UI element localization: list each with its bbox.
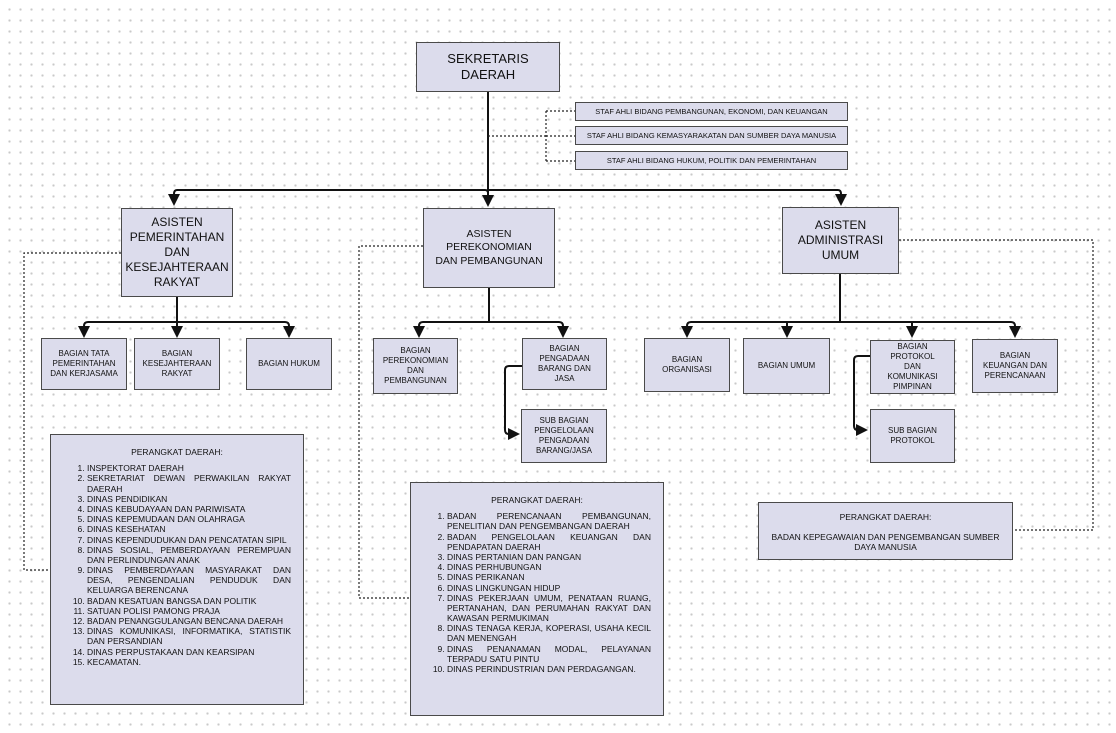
list-item: DINAS KEBUDAYAAN DAN PARIWISATA	[87, 504, 291, 514]
staf-ahli-pembangunan-box: STAF AHLI BIDANG PEMBANGUNAN, EKONOMI, D…	[575, 102, 848, 121]
list-item: DINAS TENAGA KERJA, KOPERASI, USAHA KECI…	[447, 623, 651, 643]
sub-bagian-pengelolaan-box: SUB BAGIAN PENGELOLAAN PENGADAAN BARANG/…	[521, 409, 607, 463]
perangkat-panel-2-list: BADAN PERENCANAAN PEMBANGUNAN, PENELITIA…	[423, 511, 651, 674]
perangkat-daerah-panel-1: PERANGKAT DAERAH: INSPEKTORAT DAERAH SEK…	[50, 434, 304, 705]
bagian-umum-box: BAGIAN UMUM	[743, 338, 830, 394]
list-item: DINAS PEMBERDAYAAN MASYARAKAT DAN DESA, …	[87, 565, 291, 596]
bagian-kesejahteraan-box: BAGIAN KESEJAHTERAAN RAKYAT	[134, 338, 220, 390]
asisten-administrasi-box: ASISTEN ADMINISTRASI UMUM	[782, 207, 899, 274]
perangkat-daerah-panel-2: PERANGKAT DAERAH: BADAN PERENCANAAN PEMB…	[410, 482, 664, 716]
list-item: BADAN PENGELOLAAN KEUANGAN DAN PENDAPATA…	[447, 532, 651, 552]
list-item: SEKRETARIAT DEWAN PERWAKILAN RAKYAT DAER…	[87, 473, 291, 493]
sub-bagian-protokol-box: SUB BAGIAN PROTOKOL	[870, 409, 955, 463]
sekretaris-daerah-box: SEKRETARIS DAERAH	[416, 42, 560, 92]
perangkat1-dotted-line	[23, 252, 121, 571]
perangkat3-dotted-line	[899, 239, 1094, 531]
list-item: INSPEKTORAT DAERAH	[87, 463, 291, 473]
perangkat-panel-3-body: BADAN KEPEGAWAIAN DAN PENGEMBANGAN SUMBE…	[771, 532, 1000, 553]
bagian-organisasi-box: BAGIAN ORGANISASI	[644, 338, 730, 392]
bagian-keuangan-box: BAGIAN KEUANGAN DAN PERENCANAAN	[972, 339, 1058, 393]
list-item: DINAS KEPEMUDAAN DAN OLAHRAGA	[87, 514, 291, 524]
perangkat-panel-2-title: PERANGKAT DAERAH:	[491, 495, 583, 505]
bagian-pengadaan-box: BAGIAN PENGADAAN BARANG DAN JASA	[522, 338, 607, 390]
list-item: BADAN PENANGGULANGAN BENCANA DAERAH	[87, 616, 291, 626]
perangkat-daerah-panel-3: PERANGKAT DAERAH: BADAN KEPEGAWAIAN DAN …	[758, 502, 1013, 560]
list-item: SATUAN POLISI PAMONG PRAJA	[87, 606, 291, 616]
bagian-perekonomian-box: BAGIAN PEREKONOMIAN DAN PEMBANGUNAN	[373, 338, 458, 394]
list-item: DINAS KOMUNIKASI, INFORMATIKA, STATISTIK…	[87, 626, 291, 646]
list-item: DINAS PEKERJAAN UMUM, PENATAAN RUANG, PE…	[447, 593, 651, 624]
list-item: DINAS PERINDUSTRIAN DAN PERDAGANGAN.	[447, 664, 651, 674]
list-item: DINAS SOSIAL, PEMBERDAYAAN PEREMPUAN DAN…	[87, 545, 291, 565]
perangkat-panel-3-title: PERANGKAT DAERAH:	[839, 512, 932, 522]
list-item: BADAN KESATUAN BANGSA DAN POLITIK	[87, 596, 291, 606]
list-item: DINAS KESEHATAN	[87, 524, 291, 534]
perangkat-panel-1-title: PERANGKAT DAERAH:	[131, 447, 223, 457]
bagian-protokol-box: BAGIAN PROTOKOL DAN KOMUNIKASI PIMPINAN	[870, 340, 955, 394]
list-item: DINAS PERHUBUNGAN	[447, 562, 651, 572]
asisten-pemerintahan-box: ASISTEN PEMERINTAHAN DAN KESEJAHTERAAN R…	[121, 208, 233, 297]
list-item: DINAS KEPENDUDUKAN DAN PENCATATAN SIPIL	[87, 535, 291, 545]
list-item: KECAMATAN.	[87, 657, 291, 667]
asisten-perekonomian-box: ASISTEN PEREKONOMIAN DAN PEMBANGUNAN	[423, 208, 555, 288]
staf-ahli-kemasyarakatan-box: STAF AHLI BIDANG KEMASYARAKATAN DAN SUMB…	[575, 126, 848, 145]
bagian-tata-pemerintahan-box: BAGIAN TATA PEMERINTAHAN DAN KERJASAMA	[41, 338, 127, 390]
perangkat-panel-1-list: INSPEKTORAT DAERAH SEKRETARIAT DEWAN PER…	[63, 463, 291, 667]
list-item: DINAS PENDIDIKAN	[87, 494, 291, 504]
asisten-distributor-line	[168, 189, 489, 206]
list-item: DINAS PERTANIAN DAN PANGAN	[447, 552, 651, 562]
bagian-hukum-box: BAGIAN HUKUM	[246, 338, 332, 390]
list-item: DINAS PERPUSTAKAAN DAN KEARSIPAN	[87, 647, 291, 657]
list-item: DINAS PERIKANAN	[447, 572, 651, 582]
staf-ahli-hukum-box: STAF AHLI BIDANG HUKUM, POLITIK DAN PEME…	[575, 151, 848, 170]
list-item: DINAS PENANAMAN MODAL, PELAYANAN TERPADU…	[447, 644, 651, 664]
list-item: DINAS LINGKUNGAN HIDUP	[447, 583, 651, 593]
perangkat2-dotted-line	[358, 245, 423, 599]
list-item: BADAN PERENCANAAN PEMBANGUNAN, PENELITIA…	[447, 511, 651, 531]
